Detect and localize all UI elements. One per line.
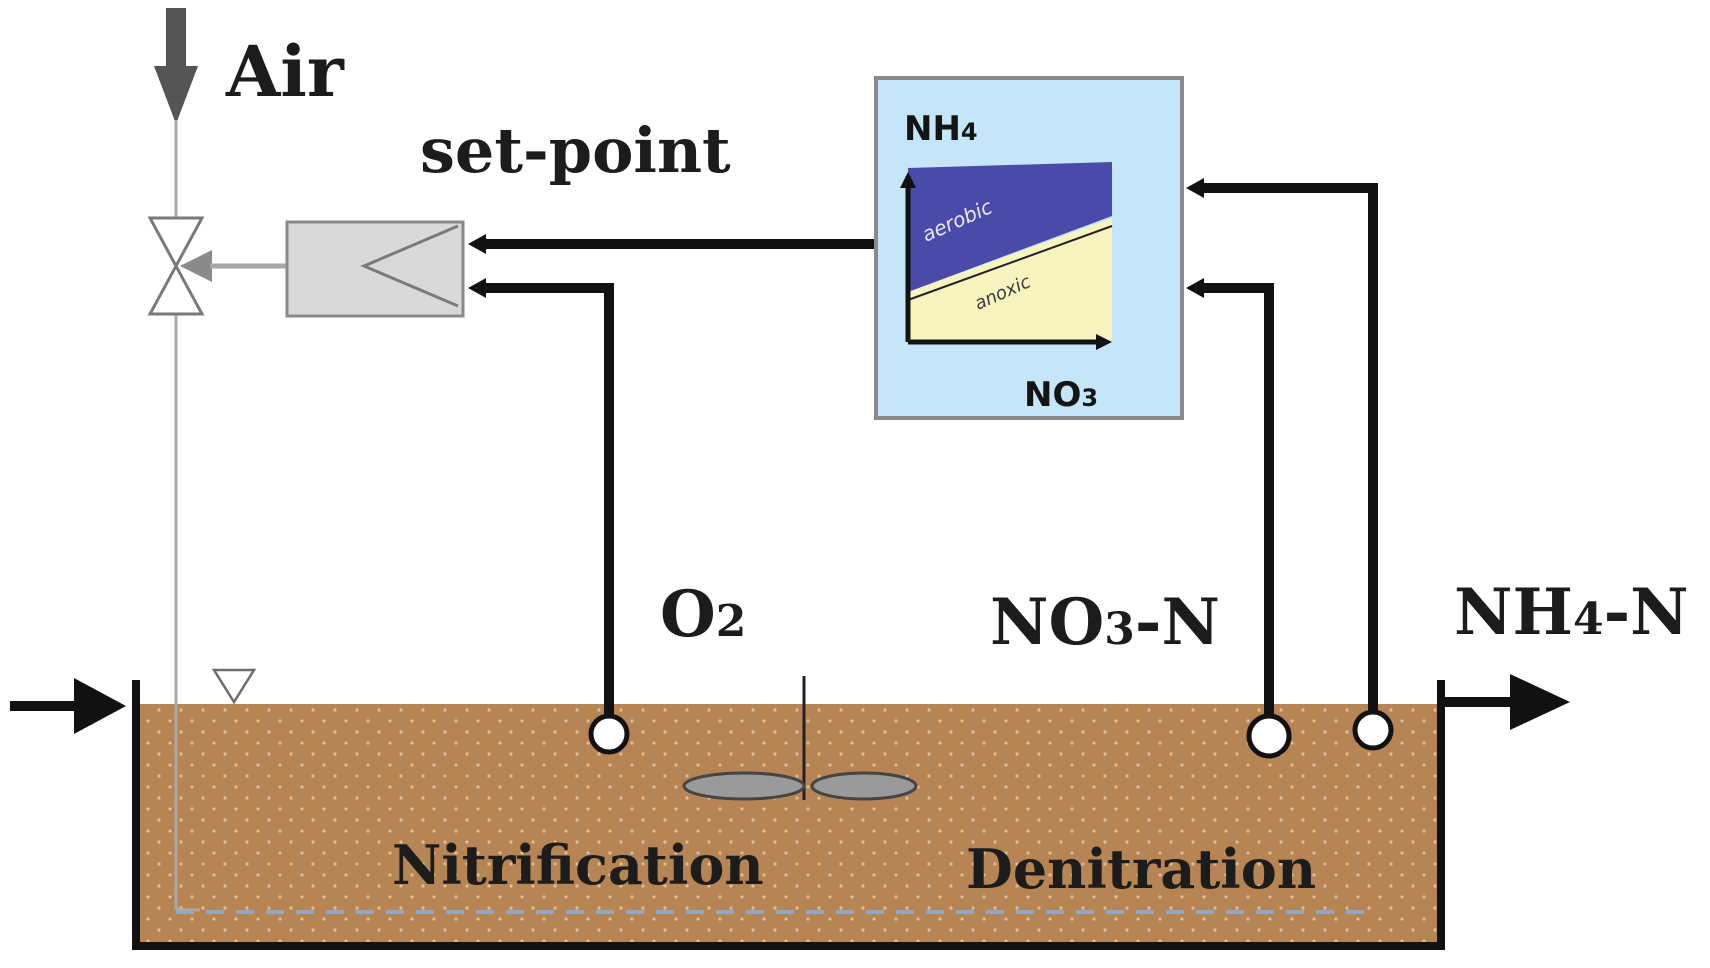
valve-icon [147,216,212,316]
tank-wall [132,680,1445,950]
no3-arrow-icon [1186,278,1204,298]
controller-x-axis-label: NO3 [1024,375,1098,415]
controller-box: aerobic anoxic NH4 NO3 [874,76,1184,420]
band-divider [907,225,1113,301]
activated-sludge-tank [132,668,1445,950]
no3-signal-wire [1204,283,1274,720]
controller-y-axis-label: NH4 [904,109,978,149]
anoxic-band [908,218,1112,342]
inlet-arrow-icon [10,678,126,734]
nh4-sensor-icon [1352,709,1394,751]
air-label: Air [225,30,345,113]
setpoint-arrow-icon [468,234,486,254]
no3-sensor-icon [1246,713,1292,759]
denitration-label: Denitration [966,837,1316,901]
o2-arrow-icon [468,278,486,298]
nh4-n-label: NH4-N [1454,575,1689,650]
tank-bubbles [136,704,1440,948]
y-axis-arrow-icon [900,172,916,188]
water-level-icon [211,668,257,705]
o2-label: O2 [660,577,746,652]
outlet-arrow-icon [1441,674,1570,730]
regulator-icon [285,220,465,318]
no3-n-label: NO3-N [990,585,1220,660]
air-arrow-shaft [166,8,186,70]
arrow-down-icon [154,66,198,124]
nh4-signal-wire [1204,183,1378,716]
o2-signal-wire [486,283,614,718]
mixer-icon [682,676,918,801]
x-axis-arrow-icon [1096,334,1112,350]
aerobic-band [908,162,1112,292]
nitrification-label: Nitrification [392,833,764,897]
nh4-arrow-icon [1186,178,1204,198]
signal-wires [468,178,1378,720]
set-point-label: set-point [420,114,731,187]
o2-sensor-icon [588,713,630,755]
